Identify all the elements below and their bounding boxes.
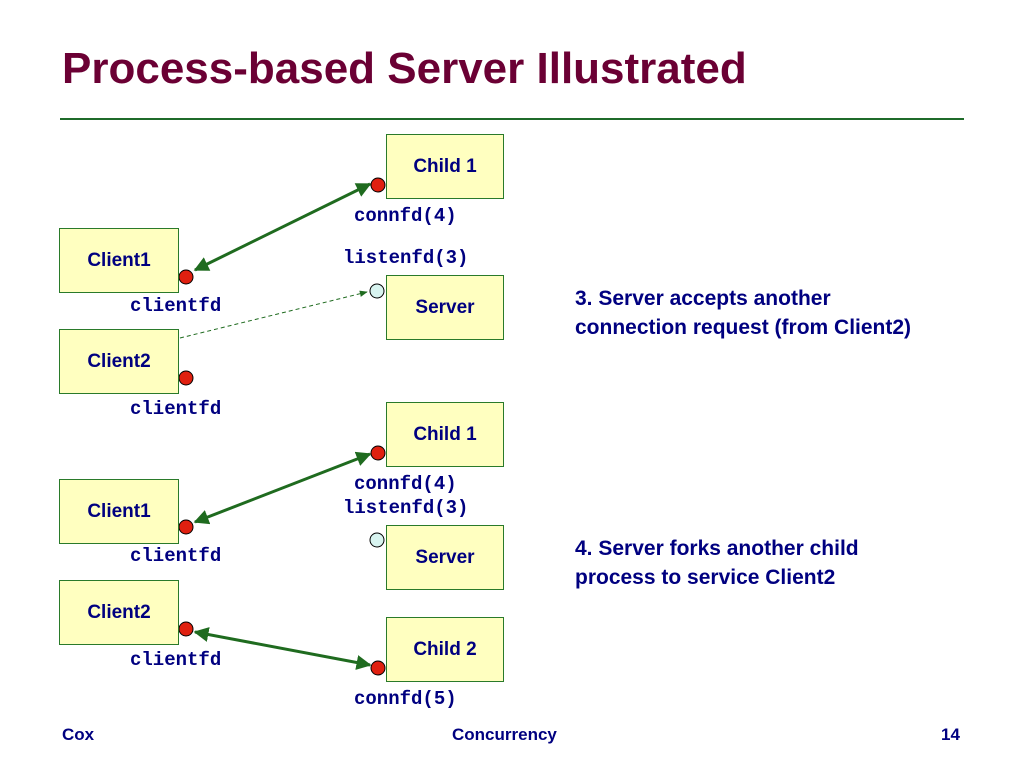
step4-client2-clientfd-label: clientfd bbox=[130, 649, 222, 671]
step4-child2-connfd-socket bbox=[370, 660, 386, 676]
step4-client2-clientfd-socket bbox=[178, 621, 194, 637]
step4-description-line1: 4. Server forks another child bbox=[575, 537, 859, 560]
footer-author: Cox bbox=[62, 725, 95, 744]
step3-child1-connfd-socket bbox=[370, 177, 386, 193]
step4-description: 4. Server forks another child process to… bbox=[575, 534, 859, 592]
step4-client1-process: Client1 bbox=[59, 479, 179, 544]
step3-description-line1: 3. Server accepts another bbox=[575, 287, 831, 310]
footer-page-number: 14 bbox=[941, 725, 960, 744]
step3-client1-clientfd-label: clientfd bbox=[130, 295, 222, 317]
step4-child1-process: Child 1 bbox=[386, 402, 504, 467]
step4-description-line2: process to service Client2 bbox=[575, 566, 836, 589]
step4-server-listenfd-socket bbox=[369, 532, 385, 548]
step3-client2-process: Client2 bbox=[59, 329, 179, 394]
step3-client2-clientfd-socket bbox=[178, 370, 194, 386]
page-title: Process-based Server Illustrated bbox=[62, 44, 747, 93]
footer-topic: Concurrency bbox=[452, 725, 557, 744]
step4-client1-clientfd-socket bbox=[178, 519, 194, 535]
step4-client2-process: Client2 bbox=[59, 580, 179, 645]
step3-description: 3. Server accepts another connection req… bbox=[575, 284, 911, 342]
step3-connfd-label: connfd(4) bbox=[354, 205, 457, 227]
step4-connfd-label: connfd(4) bbox=[354, 473, 457, 495]
step4-listenfd-label: listenfd(3) bbox=[343, 497, 469, 519]
step3-client1-clientfd-socket bbox=[178, 269, 194, 285]
step4-connfd5-label: connfd(5) bbox=[354, 688, 457, 710]
step4-server-process: Server bbox=[386, 525, 504, 590]
step3-listenfd-label: listenfd(3) bbox=[343, 247, 469, 269]
step4-child2-process: Child 2 bbox=[386, 617, 504, 682]
step4-client2-child2-connection bbox=[193, 627, 372, 670]
title-divider bbox=[60, 118, 964, 120]
step3-client1-child1-connection bbox=[193, 182, 372, 272]
step4-client1-clientfd-label: clientfd bbox=[130, 545, 222, 567]
step3-server-process: Server bbox=[386, 275, 504, 340]
step3-server-listenfd-socket bbox=[369, 283, 385, 299]
step4-client1-child1-connection bbox=[193, 451, 372, 525]
step3-client1-process: Client1 bbox=[59, 228, 179, 293]
step4-child1-connfd-socket bbox=[370, 445, 386, 461]
step3-description-line2: connection request (from Client2) bbox=[575, 316, 912, 339]
step3-client2-clientfd-label: clientfd bbox=[130, 398, 222, 420]
step3-child1-process: Child 1 bbox=[386, 134, 504, 199]
